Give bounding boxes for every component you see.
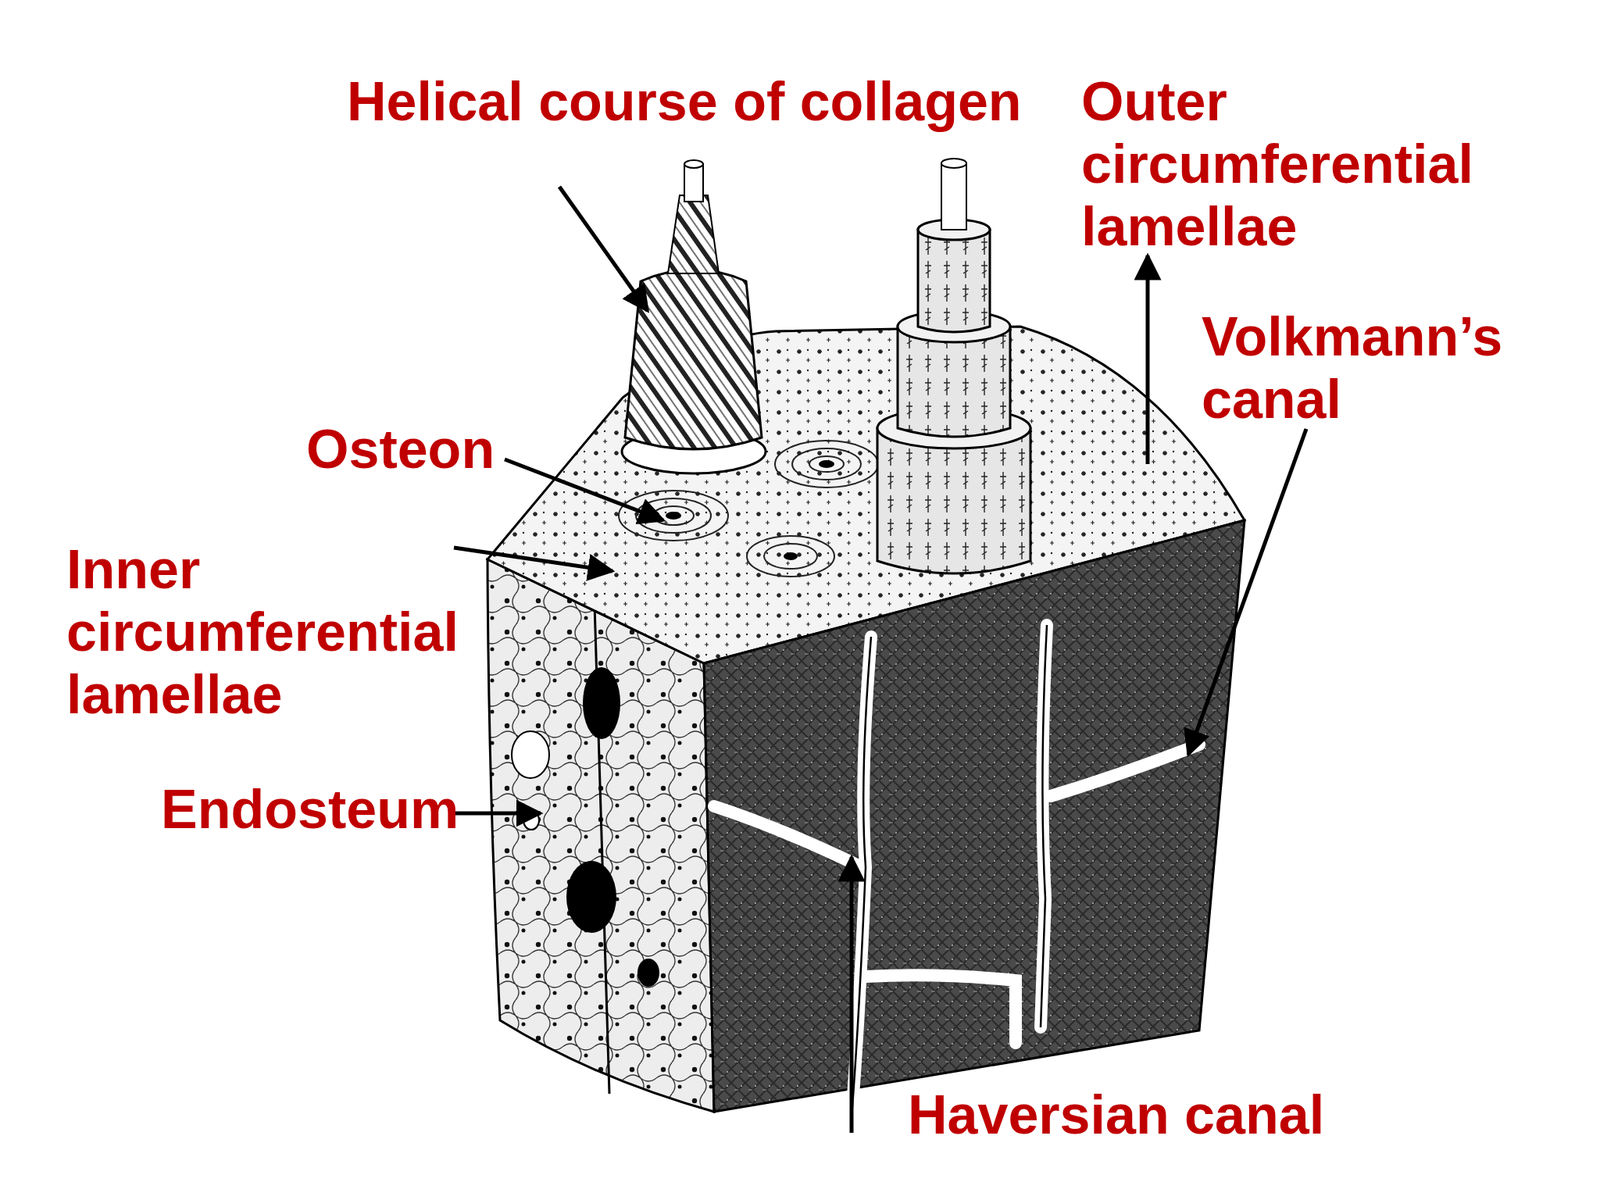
- part-label: Haversian canal: [907, 1083, 1408, 1147]
- leader-line: [453, 547, 613, 572]
- part-label: Outer circumferential lamellae: [1081, 70, 1519, 258]
- part-label: Inner circumferential lamellae: [66, 538, 504, 726]
- leader-line: [850, 857, 854, 1133]
- leader-line: [449, 811, 541, 816]
- leader-line: [1146, 255, 1150, 465]
- part-label: Helical course of collagen: [346, 70, 1097, 133]
- leader-line: [559, 186, 648, 311]
- part-label: Osteon: [306, 417, 541, 481]
- leader-line: [504, 459, 664, 521]
- leader-line: [1188, 428, 1307, 755]
- part-label: Endosteum: [160, 778, 490, 841]
- part-label: Volkmann’s canal: [1201, 305, 1546, 431]
